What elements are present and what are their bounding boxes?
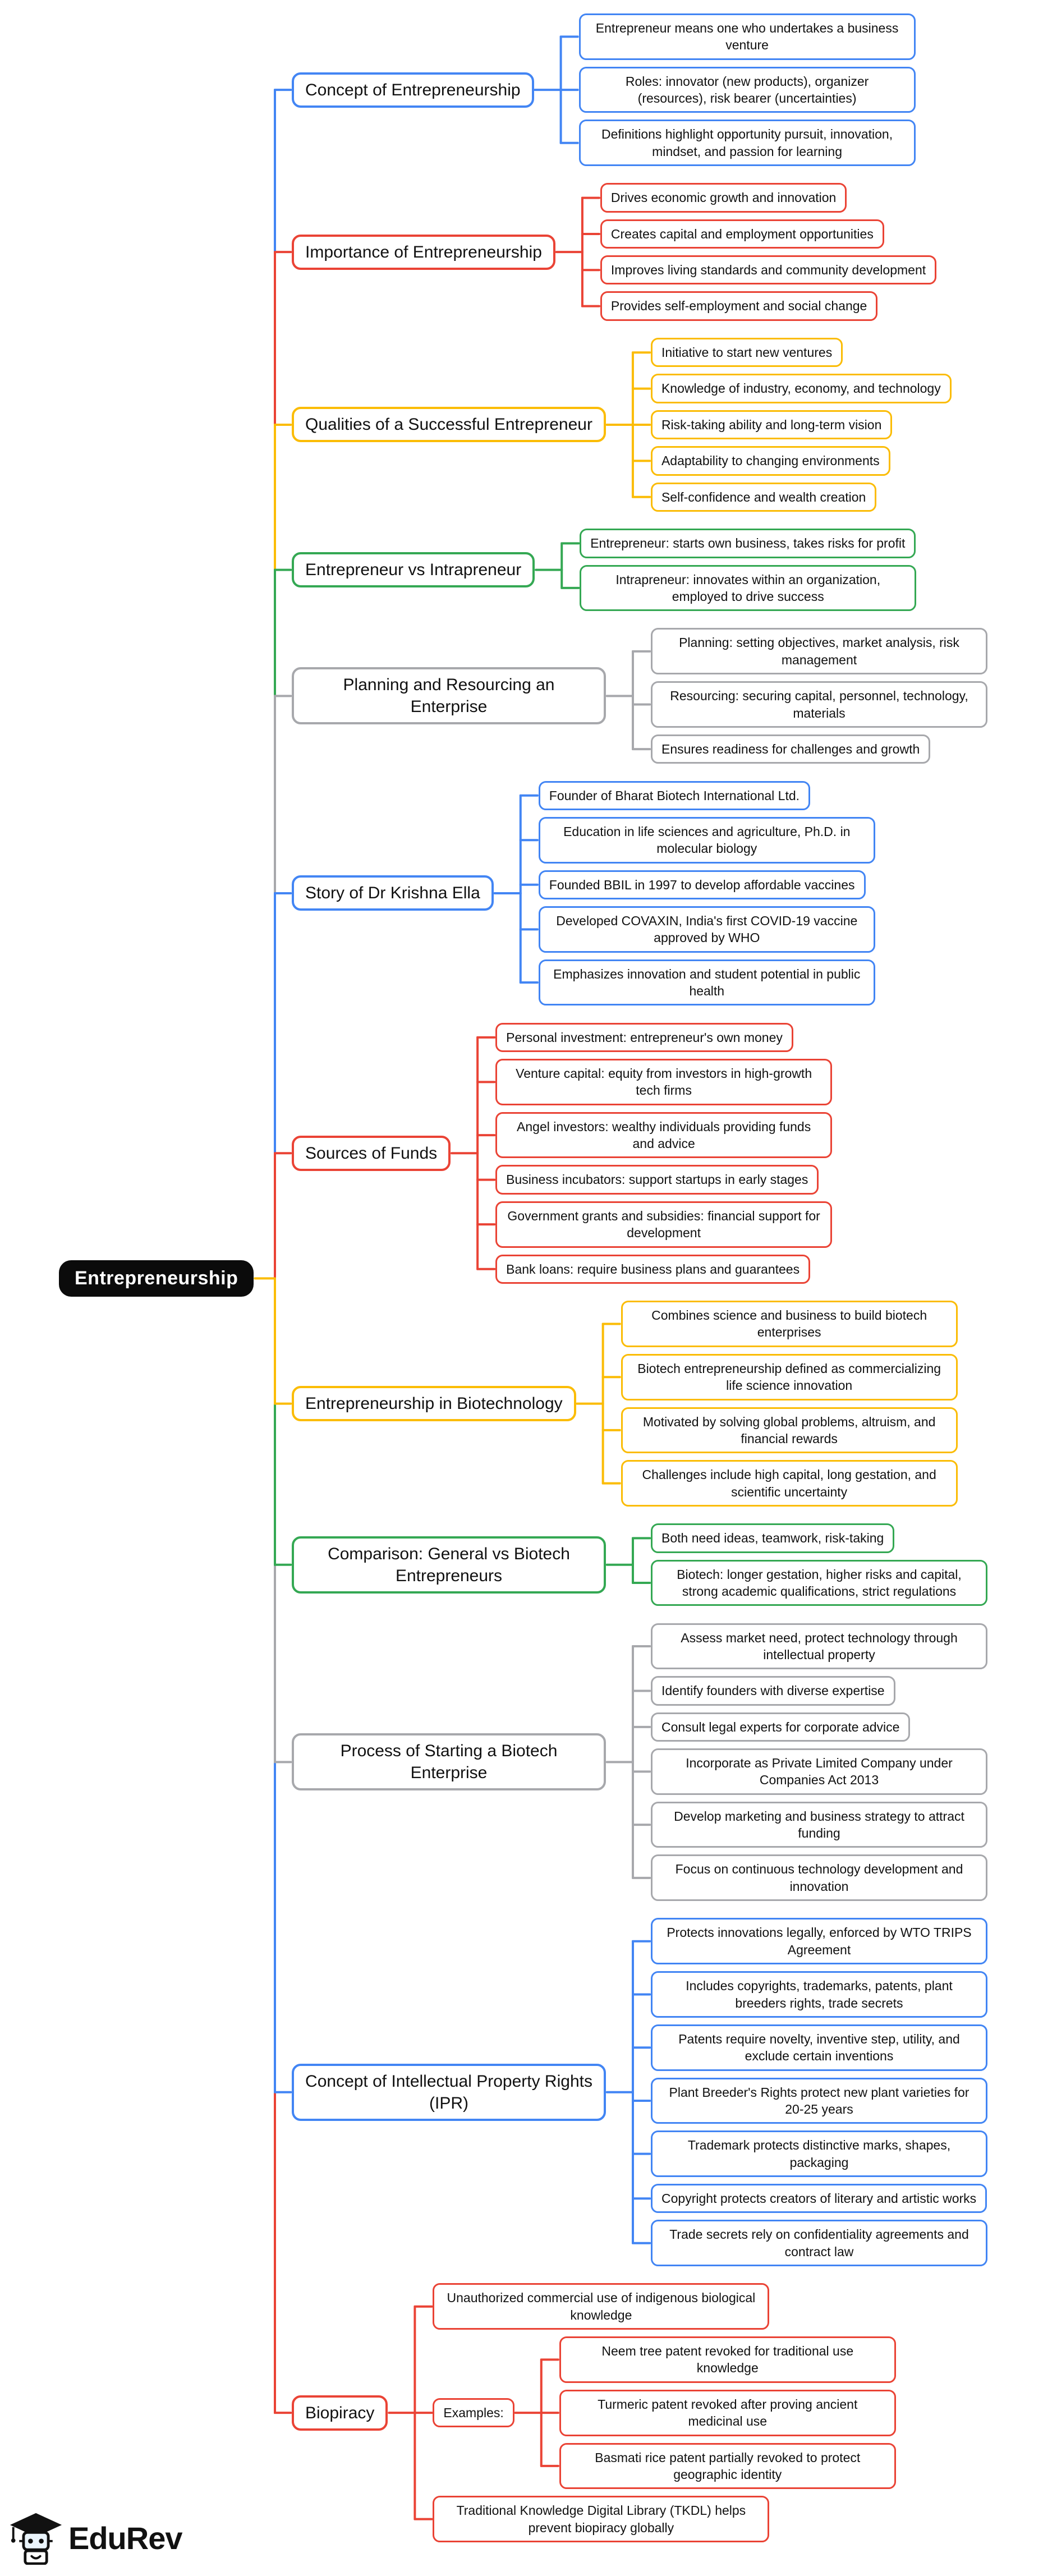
branch-children: Initiative to start new ventures Knowled… <box>632 338 952 512</box>
child-node: Trademark protects distinctive marks, sh… <box>651 2130 987 2178</box>
child-node: Planning: setting objectives, market ana… <box>651 628 987 675</box>
branch-label: Comparison: General vs Biotech Entrepren… <box>292 1536 606 1594</box>
child-node: Unauthorized commercial use of indigenou… <box>433 2283 770 2330</box>
child-node: Self-confidence and wealth creation <box>650 482 877 512</box>
child-node: Both need ideas, teamwork, risk-taking <box>651 1523 895 1553</box>
child-node: Risk-taking ability and long-term vision <box>650 410 893 440</box>
branch-concept-of-entrepreneurship: Concept of Entrepreneurship Entrepreneur… <box>292 13 987 167</box>
branch-label: Planning and Resourcing an Enterprise <box>292 667 606 725</box>
branch-label: Biopiracy <box>292 2395 388 2431</box>
branch-label: Sources of Funds <box>292 1135 451 1171</box>
branch-story-of-dr-krishna-ella: Story of Dr Krishna Ella Founder of Bhar… <box>292 780 987 1006</box>
child-node: Traditional Knowledge Digital Library (T… <box>433 2496 770 2542</box>
child-node: Motivated by solving global problems, al… <box>621 1407 958 1454</box>
child-node: Patents require novelty, inventive step,… <box>651 2024 987 2071</box>
child-node: Entrepreneur: starts own business, takes… <box>580 529 916 558</box>
child-node: Includes copyrights, trademarks, patents… <box>651 1971 987 2018</box>
branch-children: Both need ideas, teamwork, risk-taking B… <box>632 1523 987 1606</box>
edurev-mascot-icon <box>10 2513 62 2565</box>
child-node: Consult legal experts for corporate advi… <box>651 1712 911 1742</box>
child-node: Personal investment: entrepreneur's own … <box>495 1022 793 1052</box>
child-node: Education in life sciences and agricultu… <box>538 816 875 864</box>
child-node: Trade secrets rely on confidentiality ag… <box>651 2220 987 2267</box>
child-node: Copyright protects creators of literary … <box>651 2184 987 2214</box>
child-node: Knowledge of industry, economy, and tech… <box>650 374 952 403</box>
child-node: Founded BBIL in 1997 to develop affordab… <box>538 870 866 899</box>
child-node: Initiative to start new ventures <box>650 338 843 368</box>
branch-children: Assess market need, protect technology t… <box>632 1623 987 1902</box>
child-node: Venture capital: equity from investors i… <box>495 1059 833 1105</box>
child-node: Provides self-employment and social chan… <box>600 291 878 321</box>
branch-label: Entrepreneur vs Intrapreneur <box>292 552 535 588</box>
branch-comparison-general-vs-biotech: Comparison: General vs Biotech Entrepren… <box>292 1523 987 1606</box>
child-node: Intrapreneur: innovates within an organi… <box>580 564 917 612</box>
edurev-logo: EduRev <box>9 2511 182 2565</box>
branch-concept-of-ipr: Concept of Intellectual Property Rights … <box>292 1918 987 2267</box>
branch-children: Founder of Bharat Biotech International … <box>520 780 875 1006</box>
child-node: Definitions highlight opportunity pursui… <box>578 120 916 167</box>
child-node: Government grants and subsidies: financi… <box>495 1201 833 1248</box>
branch-planning-and-resourcing: Planning and Resourcing an Enterprise Pl… <box>292 628 987 764</box>
child-node: Identify founders with diverse expertise <box>651 1676 895 1706</box>
branch-entrepreneur-vs-intrapreneur: Entrepreneur vs Intrapreneur Entrepreneu… <box>292 529 987 612</box>
edurev-brand-text: EduRev <box>68 2520 182 2556</box>
branch-label: Entrepreneurship in Biotechnology <box>292 1386 576 1422</box>
child-node: Emphasizes innovation and student potent… <box>538 959 875 1006</box>
child-node: Neem tree patent revoked for traditional… <box>559 2336 896 2383</box>
child-node: Challenges include high capital, long ge… <box>621 1460 958 1507</box>
examples-label-node: Examples: <box>433 2398 514 2428</box>
child-node: Turmeric patent revoked after proving an… <box>559 2389 896 2436</box>
child-node: Creates capital and employment opportuni… <box>600 219 884 249</box>
branches-column: Concept of Entrepreneurship Entrepreneur… <box>292 0 987 2576</box>
child-node: Bank loans: require business plans and g… <box>495 1254 811 1284</box>
child-node: Developed COVAXIN, India's first COVID-1… <box>538 906 875 953</box>
examples-children: Neem tree patent revoked for traditional… <box>540 2336 896 2490</box>
branch-label: Concept of Entrepreneurship <box>292 72 534 108</box>
child-node: Plant Breeder's Rights protect new plant… <box>651 2077 987 2124</box>
branch-children: Drives economic growth and innovation Cr… <box>581 183 937 321</box>
branch-label: Qualities of a Successful Entrepreneur <box>292 407 606 443</box>
branch-biopiracy: Biopiracy Unauthorized commercial use of… <box>292 2283 987 2542</box>
child-node: Focus on continuous technology developme… <box>651 1854 987 1902</box>
child-node: Angel investors: wealthy individuals pro… <box>495 1112 833 1159</box>
branch-children: Unauthorized commercial use of indigenou… <box>413 2283 896 2542</box>
child-node: Develop marketing and business strategy … <box>651 1801 987 1848</box>
branch-children: Combines science and business to build b… <box>602 1301 958 1507</box>
branch-label: Importance of Entrepreneurship <box>292 234 555 270</box>
branch-label: Story of Dr Krishna Ella <box>292 875 494 911</box>
biopiracy-examples-subtree: Examples: Neem tree patent revoked for t… <box>433 2336 896 2490</box>
child-node: Incorporate as Private Limited Company u… <box>651 1748 987 1795</box>
branch-children: Entrepreneur means one who undertakes a … <box>560 13 916 167</box>
branch-children: Planning: setting objectives, market ana… <box>632 628 987 764</box>
branch-qualities-of-successful-entrepreneur: Qualities of a Successful Entrepreneur I… <box>292 338 987 512</box>
branch-children: Entrepreneur: starts own business, takes… <box>560 529 917 612</box>
child-node: Combines science and business to build b… <box>621 1301 958 1347</box>
child-node: Adaptability to changing environments <box>650 446 890 476</box>
child-node: Founder of Bharat Biotech International … <box>538 780 811 810</box>
branch-process-of-starting-biotech-enterprise: Process of Starting a Biotech Enterprise… <box>292 1623 987 1902</box>
branch-entrepreneurship-in-biotechnology: Entrepreneurship in Biotechnology Combin… <box>292 1301 987 1507</box>
child-node: Biotech: longer gestation, higher risks … <box>651 1559 987 1606</box>
branch-label: Process of Starting a Biotech Enterprise <box>292 1733 606 1791</box>
child-node: Biotech entrepreneurship defined as comm… <box>621 1353 958 1401</box>
child-node: Protects innovations legally, enforced b… <box>651 1918 987 1965</box>
branch-label: Concept of Intellectual Property Rights … <box>292 2063 606 2121</box>
branch-importance-of-entrepreneurship: Importance of Entrepreneurship Drives ec… <box>292 183 987 321</box>
branch-children: Personal investment: entrepreneur's own … <box>476 1022 833 1284</box>
child-node: Business incubators: support startups in… <box>495 1165 819 1195</box>
child-node: Basmati rice patent partially revoked to… <box>559 2442 896 2490</box>
child-node: Ensures readiness for challenges and gro… <box>651 734 931 764</box>
child-node: Improves living standards and community … <box>600 255 937 285</box>
child-node: Drives economic growth and innovation <box>600 183 847 213</box>
branch-children: Protects innovations legally, enforced b… <box>632 1918 987 2267</box>
child-node: Resourcing: securing capital, personnel,… <box>651 681 987 728</box>
branch-sources-of-funds: Sources of Funds Personal investment: en… <box>292 1022 987 1284</box>
child-node: Assess market need, protect technology t… <box>651 1623 987 1670</box>
central-topic-node: Entrepreneurship <box>59 1260 254 1297</box>
child-node: Roles: innovator (new products), organiz… <box>578 66 916 113</box>
child-node: Entrepreneur means one who undertakes a … <box>578 13 916 60</box>
